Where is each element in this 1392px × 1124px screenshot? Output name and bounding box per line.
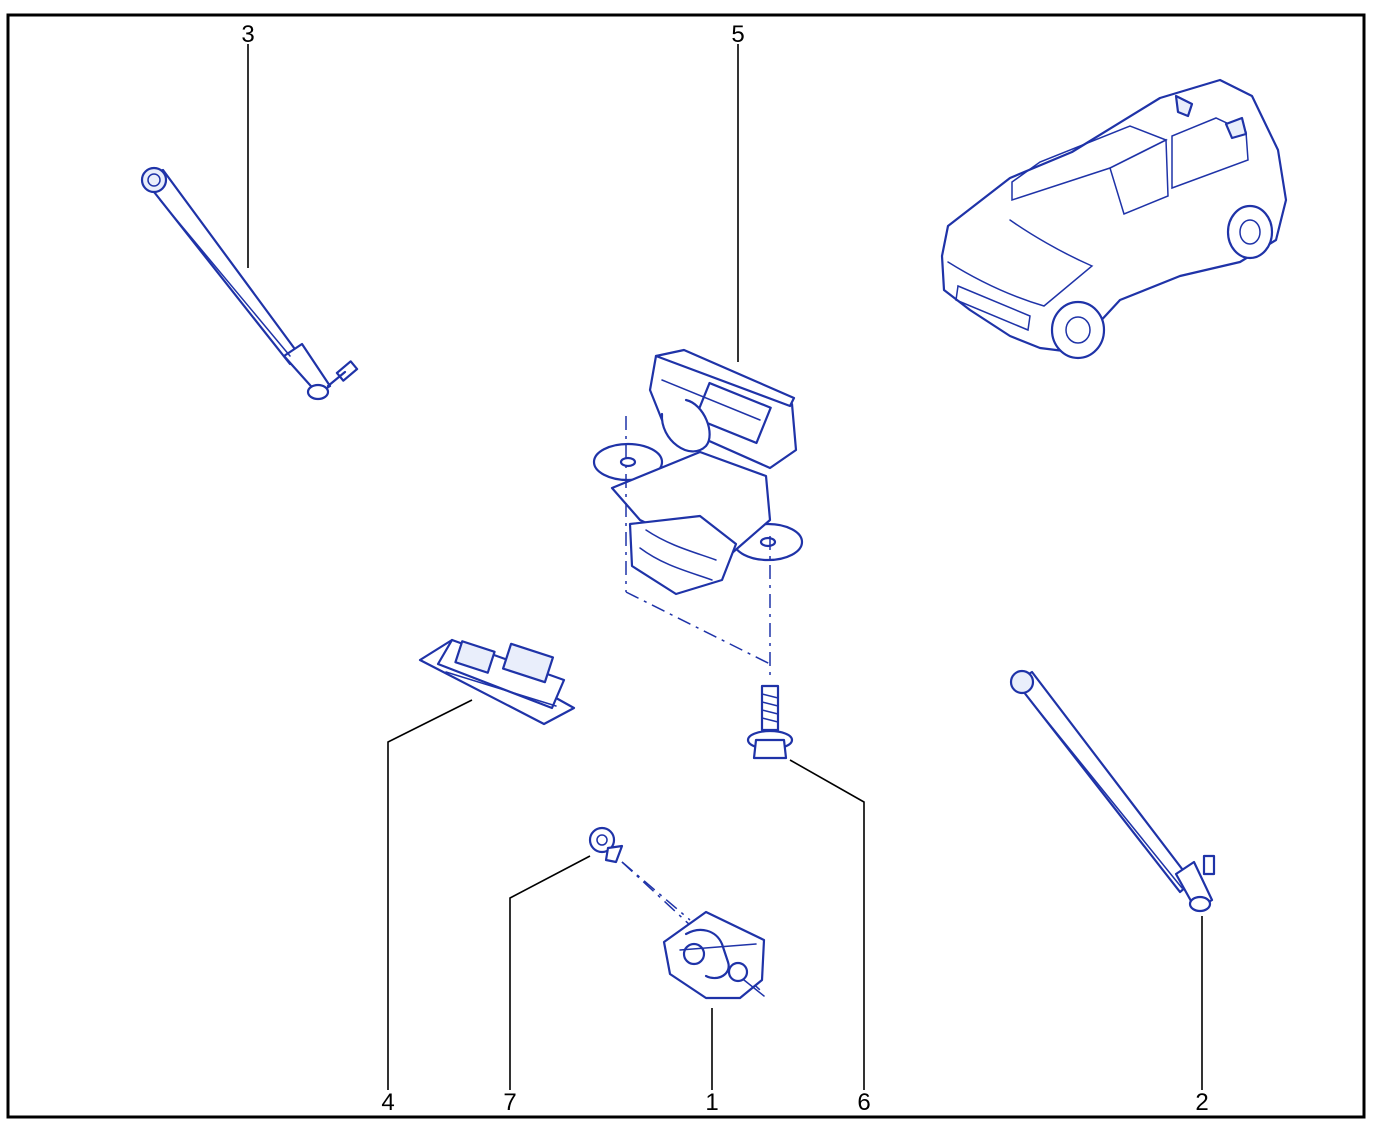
diagram-frame: [6, 13, 1366, 1119]
callout-3: 3: [241, 21, 254, 48]
gas-strut-right: [1009, 669, 1216, 913]
callout-5: 5: [731, 21, 744, 48]
tailgate-lock: [592, 348, 804, 680]
lock-striker: [662, 910, 766, 1000]
leader-line-7: [509, 855, 591, 1090]
leader-line-6: [789, 759, 865, 1090]
callout-2: 2: [1195, 1089, 1208, 1116]
callout-7: 7: [503, 1089, 516, 1116]
leader-line-4: [387, 699, 473, 1090]
callout-6: 6: [857, 1089, 870, 1116]
gas-strut-left: [140, 166, 359, 401]
callout-1: 1: [705, 1089, 718, 1116]
tailgate-switch: [418, 638, 576, 726]
flange-bolt: [746, 684, 794, 760]
callout-4: 4: [381, 1089, 394, 1116]
reference-car-illustration: [940, 78, 1288, 360]
